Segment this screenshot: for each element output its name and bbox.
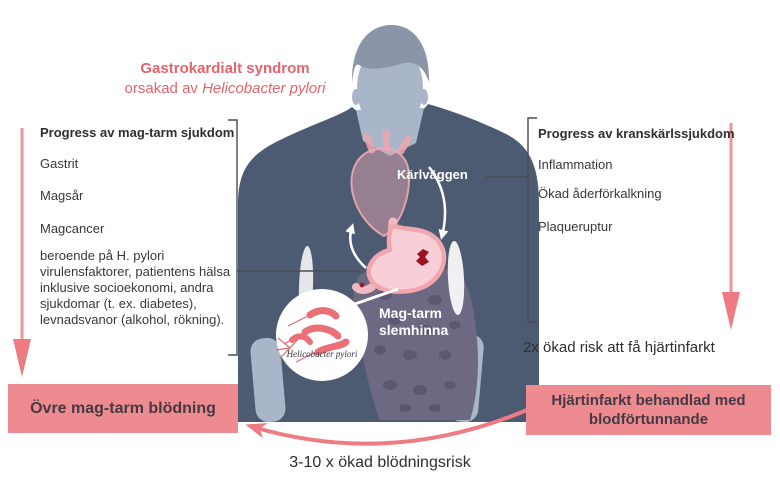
bracket-lines [228, 117, 537, 356]
intestines-icon [353, 264, 478, 420]
left-panel-item-magsar: Magsår [40, 188, 84, 203]
bacteria-label: Helicobacter pylori [286, 349, 358, 359]
right-panel-item-plaqueruptur: Plaqueruptur [538, 219, 613, 234]
diagram-title: Gastrokardialt syndrom [140, 60, 310, 77]
vessel-wall-label: Kärlväggen [397, 167, 468, 182]
heart-attack-treated-box: Hjärtinfarkt behandlad med blodförtunnan… [526, 385, 771, 435]
waist-highlight-right [447, 241, 465, 315]
left-panel-heading: Progress av mag-tarm sjukdom [40, 125, 235, 140]
right-panel-heading: Progress av kranskärlssjukdom [538, 126, 735, 141]
left-panel-item-gastrit: Gastrit [40, 156, 79, 171]
stomach-icon [352, 217, 447, 294]
heart-stomach-cycle-arrows [345, 166, 449, 269]
subtitle-prefix: orsakad av [124, 80, 198, 97]
right-panel-item-inflammation: Inflammation [538, 157, 613, 172]
circle-pointer-line [351, 287, 399, 307]
hair [351, 24, 430, 84]
heart-attack-risk-note: 2x ökad risk att få hjärtinfarkt [523, 339, 715, 356]
right-progress-arrow [722, 123, 740, 330]
gi-mucosa-label: Mag-tarm slemhinna [379, 305, 449, 338]
upper-gi-bleeding-box: Övre mag-tarm blödning [8, 384, 238, 433]
bleeding-risk-note: 3-10 x ökad blödningsrisk [289, 454, 471, 471]
left-panel-item-magcancer: Magcancer [40, 221, 105, 236]
ulcer-spot [416, 249, 429, 266]
pylorus-dot [359, 282, 365, 288]
anatomical-heart-icon [350, 129, 412, 238]
subtitle-species: Helicobacter pylori [202, 80, 326, 97]
right-panel-item-aderforkalkning: Ökad åderförkalkning [538, 186, 662, 201]
left-panel-note: beroende på H. pylori virulensfaktorer, … [40, 248, 231, 327]
hand-left [250, 337, 286, 423]
left-progress-arrow [13, 128, 31, 377]
diagram-subtitle: orsakad av Helicobacter pylori [60, 80, 390, 97]
helicobacter-pylori-microscope-icon [275, 289, 368, 381]
bleeding-risk-arrow [245, 408, 528, 446]
